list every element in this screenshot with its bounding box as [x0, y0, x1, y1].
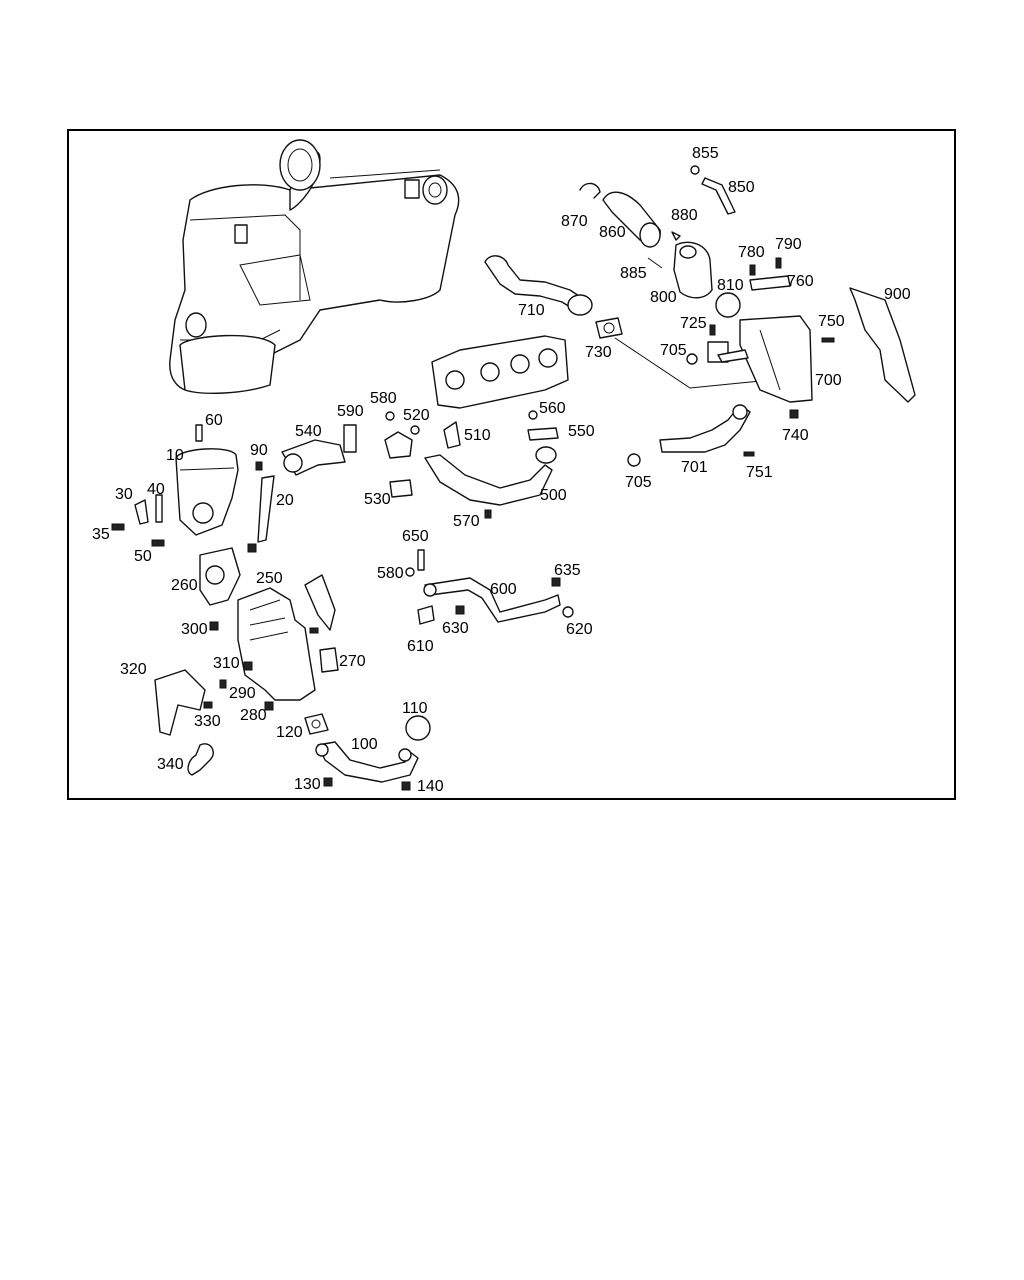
- exhaust-manifold: [431, 335, 569, 409]
- callout-751: 751: [746, 464, 773, 481]
- part-710-pipe: [484, 255, 593, 316]
- callout-100: 100: [351, 736, 378, 753]
- callout-780: 780: [738, 244, 765, 261]
- callout-130: 130: [294, 776, 321, 793]
- callout-20: 20: [276, 492, 294, 509]
- callout-510: 510: [464, 427, 491, 444]
- callout-705-lower: 705: [625, 474, 652, 491]
- callout-290: 290: [229, 685, 256, 702]
- part-600-pipe: [405, 549, 574, 625]
- callout-620: 620: [566, 621, 593, 638]
- callout-900: 900: [884, 286, 911, 303]
- part-500-egr-pipe: [384, 431, 557, 519]
- callout-725: 725: [680, 315, 707, 332]
- callout-610: 610: [407, 638, 434, 655]
- callout-580-lower: 580: [377, 565, 404, 582]
- part-900-bracket: [849, 287, 916, 403]
- callout-120: 120: [276, 724, 303, 741]
- callout-330: 330: [194, 713, 221, 730]
- callout-800: 800: [650, 289, 677, 306]
- callout-730: 730: [585, 344, 612, 361]
- callout-701: 701: [681, 459, 708, 476]
- callout-520: 520: [403, 407, 430, 424]
- callout-10: 10: [166, 447, 184, 464]
- part-700-egr-cooler: [686, 315, 835, 419]
- callout-580-upper: 580: [370, 390, 397, 407]
- part-800-egr-valve: [647, 231, 713, 299]
- part-320-bracket: [154, 669, 214, 776]
- callout-710: 710: [518, 302, 545, 319]
- callout-700: 700: [815, 372, 842, 389]
- callout-635: 635: [554, 562, 581, 579]
- callout-560: 560: [539, 400, 566, 417]
- callout-280: 280: [240, 707, 267, 724]
- callout-250: 250: [256, 570, 283, 587]
- callout-340: 340: [157, 756, 184, 773]
- callout-110: 110: [402, 700, 428, 717]
- part-730-gasket: [595, 317, 771, 389]
- callout-870: 870: [561, 213, 588, 230]
- callout-740: 740: [782, 427, 809, 444]
- part-810-ring: [715, 257, 791, 318]
- callout-630: 630: [442, 620, 469, 637]
- callout-705-upper: 705: [660, 342, 687, 359]
- callout-310: 310: [213, 655, 240, 672]
- callout-550: 550: [568, 423, 595, 440]
- callout-855: 855: [692, 145, 719, 162]
- callout-570: 570: [453, 513, 480, 530]
- particulate-filter-assembly: [169, 139, 460, 394]
- callout-35: 35: [92, 526, 110, 543]
- callout-880: 880: [671, 207, 698, 224]
- callout-590: 590: [337, 403, 364, 420]
- callout-885: 885: [620, 265, 647, 282]
- callout-860: 860: [599, 224, 626, 241]
- callout-750: 750: [818, 313, 845, 330]
- part-860-pipe: [579, 182, 661, 248]
- part-540-valve: [281, 410, 559, 476]
- part-10-throttle-body: [111, 424, 275, 553]
- callout-810: 810: [717, 277, 744, 294]
- callout-140: 140: [417, 778, 444, 795]
- callout-600: 600: [490, 581, 517, 598]
- callout-270: 270: [339, 653, 366, 670]
- part-850-hose: [690, 165, 736, 215]
- callout-40: 40: [147, 481, 165, 498]
- callout-320: 320: [120, 661, 147, 678]
- callout-labels: 855 850 870 860 880 780 790 885 810 760 …: [92, 145, 911, 795]
- callout-90-upper: 90: [250, 442, 268, 459]
- diagram-frame: [67, 129, 956, 800]
- callout-60: 60: [205, 412, 223, 429]
- callout-30: 30: [115, 486, 133, 503]
- callout-500: 500: [540, 487, 567, 504]
- callout-650: 650: [402, 528, 429, 545]
- part-250-egr-cooler: [199, 547, 339, 711]
- part-100-pipe: [304, 713, 431, 791]
- callout-300: 300: [181, 621, 208, 638]
- callout-260: 260: [171, 577, 198, 594]
- part-701-pipe: [627, 404, 755, 467]
- callout-50: 50: [134, 548, 152, 565]
- callout-760: 760: [787, 273, 814, 290]
- callout-530: 530: [364, 491, 391, 508]
- callout-540: 540: [295, 423, 322, 440]
- callout-790: 790: [775, 236, 802, 253]
- callout-850: 850: [728, 179, 755, 196]
